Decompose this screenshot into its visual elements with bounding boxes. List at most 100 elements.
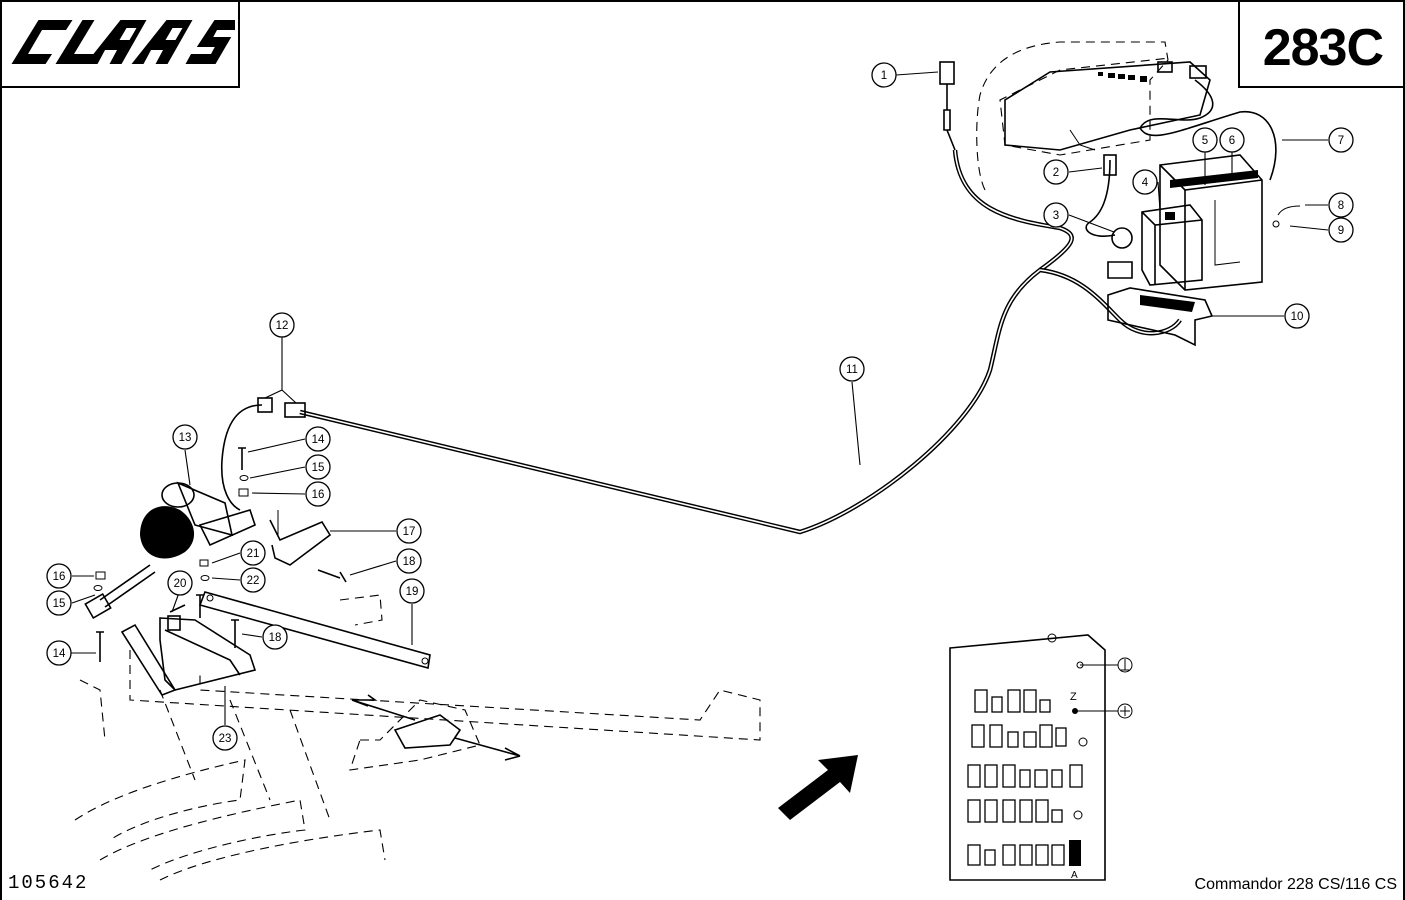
part-10-terminal (1140, 295, 1195, 312)
part-1-plug (939, 61, 956, 151)
part-15-washer-left (93, 585, 103, 591)
callout-c4: 4 (1132, 169, 1158, 195)
part-10-bracket (1107, 287, 1214, 347)
callout-number: 10 (1291, 311, 1304, 323)
callout-number: 16 (312, 489, 325, 501)
callout-number: 8 (1338, 200, 1344, 212)
model-name: Commandor 228 CS/116 CS (1194, 876, 1397, 893)
callout-number: 9 (1338, 225, 1344, 237)
claas-logo (11, 20, 235, 64)
part-21-nut (199, 559, 209, 567)
callout-number: 19 (406, 586, 419, 598)
slide-arrow-left (351, 694, 416, 721)
part-17-bracket (269, 519, 332, 566)
frame-left-border (0, 0, 2, 900)
header-frame-outline (129, 650, 761, 741)
fuse-label-a: A (1071, 870, 1078, 881)
part-2-diode (1069, 129, 1117, 176)
callout-c15b: 15 (46, 590, 72, 616)
part-4-tab (1165, 212, 1175, 220)
part-23-boss (167, 615, 181, 631)
callout-c15a: 15 (305, 454, 331, 480)
callout-c1: 1 (871, 62, 897, 88)
callout-c18b: 18 (262, 624, 288, 650)
slide-arrow-right (454, 737, 521, 761)
part-16-nut-top (238, 488, 249, 497)
callout-number: 21 (247, 548, 260, 560)
callout-number: 1 (881, 70, 887, 82)
part-19-linkage-rod (198, 591, 431, 670)
part-14-bolt-top (238, 447, 246, 470)
callout-c13: 13 (172, 424, 198, 450)
pagecode-divider (1238, 0, 1240, 88)
callout-number: 5 (1202, 135, 1208, 147)
callout-c16a: 16 (305, 481, 331, 507)
callout-c17: 17 (396, 518, 422, 544)
part-12-connector-b (284, 402, 306, 418)
callout-c9: 9 (1328, 217, 1354, 243)
part-23-bracket (159, 617, 257, 691)
part-3-relay (1107, 227, 1133, 279)
callout-number: 13 (179, 432, 192, 444)
console-housing (1004, 61, 1211, 151)
callout-number: 6 (1229, 135, 1235, 147)
page-code: 283C (1262, 19, 1384, 77)
callout-number: 14 (312, 434, 325, 446)
callout-number: 18 (403, 556, 416, 568)
callout-number: 18 (269, 632, 282, 644)
callout-c16b: 16 (46, 563, 72, 589)
callout-c12: 12 (269, 312, 295, 338)
callout-c21: 21 (240, 540, 266, 566)
pigtail-wire (220, 404, 263, 511)
part-20-pin (169, 594, 204, 618)
part-18-bolt-lower (231, 619, 239, 648)
part-5-strip (1170, 170, 1258, 188)
wire-to-relay (1085, 159, 1116, 237)
fuse-blocks (967, 689, 1083, 866)
callout-number: 7 (1338, 135, 1344, 147)
callout-c20: 20 (167, 570, 193, 596)
main-harness (299, 149, 1074, 535)
callout-number: 2 (1053, 167, 1059, 179)
part-22-washer (200, 575, 210, 581)
view-direction-arrow (778, 755, 858, 820)
connector-right (1189, 65, 1207, 79)
part-14-bolt-left (96, 631, 104, 662)
part-18-bolt-top (317, 569, 347, 583)
callout-number: 22 (247, 575, 260, 587)
part-15-washer-top (239, 475, 249, 481)
wire-to-module (1139, 79, 1277, 181)
document-number: 105642 (8, 872, 89, 894)
callout-c11: 11 (839, 356, 865, 382)
fuse-label-z: Z (1070, 691, 1077, 703)
part-6-control-unit (1159, 154, 1263, 291)
fuse-panel: Z A (949, 633, 1133, 881)
part-8-screw (1277, 205, 1301, 216)
callout-number: 12 (276, 320, 289, 332)
callout-c19: 19 (399, 578, 425, 604)
frame-top-border (0, 0, 1405, 2)
part-16-nut-left (95, 571, 106, 580)
callout-c2: 2 (1043, 159, 1069, 185)
part-4-module (1141, 204, 1203, 286)
callout-c6: 6 (1219, 127, 1245, 153)
header-divider-vertical (238, 0, 240, 88)
slide-plate (393, 714, 462, 749)
callout-c23: 23 (212, 725, 238, 751)
callout-c22: 22 (240, 567, 266, 593)
callout-number: 23 (219, 733, 232, 745)
actuator-motor (140, 506, 195, 559)
frame-right-border (1403, 0, 1405, 900)
callout-number: 20 (174, 578, 187, 590)
part-13-actuator (84, 481, 256, 620)
callout-c7: 7 (1328, 127, 1354, 153)
callout-c18a: 18 (396, 548, 422, 574)
callout-c10: 10 (1284, 303, 1310, 329)
callout-c8: 8 (1328, 192, 1354, 218)
part-9-washer (1272, 220, 1280, 228)
callout-number: 16 (53, 571, 66, 583)
connector-top (1157, 61, 1173, 73)
callout-number: 3 (1053, 210, 1059, 222)
display-digits (1098, 72, 1147, 82)
